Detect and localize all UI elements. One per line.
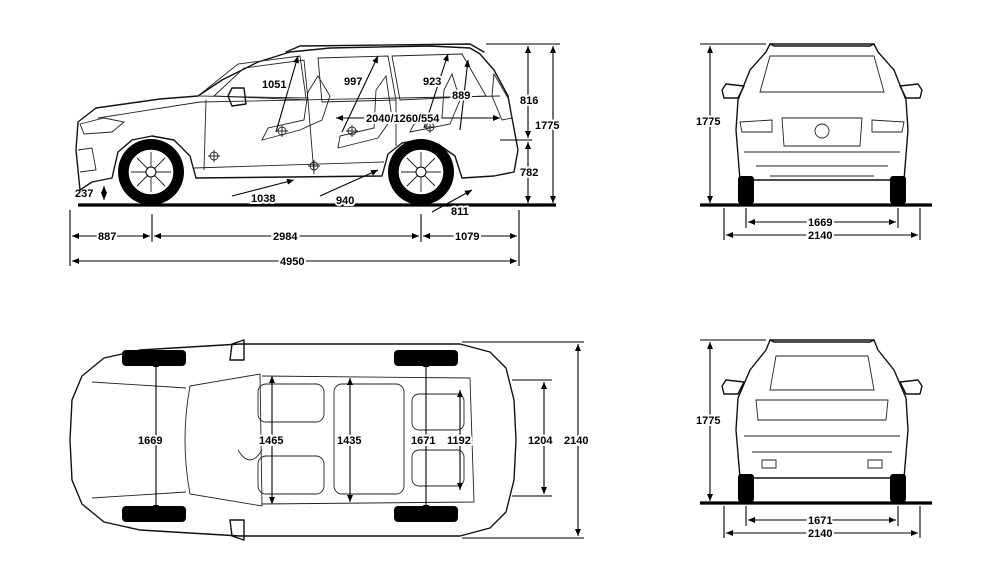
arrow-legroom-third: [431, 189, 473, 213]
top-roof: [261, 375, 475, 505]
top-front-seat-left: [257, 383, 325, 423]
side-roof-rail: [285, 43, 485, 53]
side-headroom-front-label: 1051: [262, 79, 286, 91]
side-legroom-second-label: 940: [336, 195, 354, 207]
front-dims: [700, 43, 921, 240]
side-headroom-second-label: 997: [344, 76, 362, 88]
rear-tailgate: [755, 399, 889, 421]
front-body-outline: [735, 43, 909, 181]
arrow-legroom-front: [231, 178, 295, 197]
side-rear-lamp: [491, 72, 513, 121]
front-tire-left: [738, 176, 754, 204]
front-grille: [781, 117, 863, 147]
side-body-outline: [75, 45, 519, 191]
rear-dims: [700, 339, 921, 538]
rear-height-label: 1775: [696, 415, 720, 427]
top-seats: [237, 383, 465, 495]
front-width-label: 2140: [808, 230, 832, 242]
top-mirror-left: [229, 339, 245, 361]
top-track-rear-label: 1671: [411, 435, 435, 447]
top-track-front-label: 1669: [138, 435, 162, 447]
side-vertical-dims: [486, 43, 560, 203]
top-tire-front-right: [122, 506, 186, 522]
side-sill-height-label: 782: [520, 167, 538, 179]
rear-track-label: 1671: [808, 515, 832, 527]
front-tire-right: [890, 176, 906, 204]
side-rear-wheel: [388, 139, 454, 205]
top-third-row-left: [411, 393, 465, 431]
rear-tailgate-lower: [744, 435, 900, 453]
top-hood-lines: [91, 381, 187, 499]
front-headlight-left: [739, 119, 773, 133]
top-steering: [237, 449, 263, 461]
side-legroom-third-label: 811: [451, 206, 469, 218]
rear-view: 1775 1671 2140: [694, 339, 932, 542]
arrow-headroom-front: [275, 55, 299, 133]
top-tire-rear-left: [394, 350, 458, 366]
side-roof-above-label: 816: [520, 95, 538, 107]
top-view: 1669 1465 1435 1671 1192 1204 2140: [69, 339, 590, 541]
side-headroom-cargo-label: 889: [452, 90, 470, 102]
front-mirror-right: [899, 83, 923, 99]
front-mirror-left: [721, 83, 745, 99]
side-overhang-front-label: 887: [98, 231, 116, 243]
side-height-total-label: 1775: [535, 120, 559, 132]
top-shoulder-front-label: 1465: [259, 435, 283, 447]
side-front-wheel: [118, 139, 184, 205]
rear-body-outline: [735, 339, 909, 479]
front-view: 1775 1669 2140: [694, 43, 932, 244]
side-front-seat: [261, 75, 331, 141]
side-overhang-rear-label: 1079: [455, 231, 479, 243]
rear-mirror-right: [899, 379, 923, 395]
top-shoulder-third-label: 1192: [447, 435, 471, 447]
rear-width-label: 2140: [808, 528, 832, 540]
top-second-row-bench: [333, 383, 405, 495]
top-body-outline: [69, 343, 517, 537]
front-roof-rail: [769, 43, 875, 47]
top-tire-front-left: [122, 350, 186, 366]
side-windshield: [196, 55, 307, 99]
side-legroom-front-label: 1038: [251, 193, 275, 205]
top-dims: [153, 341, 584, 539]
side-cargo-length-label: 2040/1260/554: [366, 113, 440, 125]
side-headroom-third-label: 923: [423, 76, 441, 88]
front-logo: [814, 123, 830, 139]
side-front-window: [212, 59, 309, 101]
side-length-total-label: 4950: [280, 256, 304, 268]
side-ground-clearance-label: 237: [75, 188, 93, 200]
side-front-bumper: [77, 147, 97, 173]
top-windshield: [184, 373, 263, 507]
side-horizontal-dims: [69, 210, 520, 266]
side-wheelbase-label: 2984: [273, 231, 298, 243]
rear-mirror-left: [721, 379, 745, 395]
rear-roof-rail: [769, 339, 875, 343]
front-windshield: [759, 55, 885, 93]
front-bumper: [744, 151, 900, 177]
side-hpoint-markers: [208, 121, 436, 172]
rear-exhaust-left: [761, 459, 777, 469]
arrow-legroom-second: [319, 169, 379, 197]
rear-window: [769, 355, 875, 391]
front-track-label: 1669: [808, 217, 832, 229]
rear-tire-left: [738, 474, 754, 502]
side-interior-arrows: [231, 53, 500, 213]
front-height-label: 1775: [696, 116, 720, 128]
top-tire-rear-right: [394, 506, 458, 522]
front-headlight-right: [871, 119, 905, 133]
top-front-seat-right: [257, 455, 325, 495]
top-cargo-width-label: 1204: [528, 435, 553, 447]
side-second-seat: [337, 74, 393, 149]
side-view: 1051 997 923 889 2040/1260/554 1038 940 …: [69, 43, 561, 270]
top-width-total-label: 2140: [564, 435, 588, 447]
side-belt-line: [97, 95, 501, 119]
side-sill: [193, 161, 385, 169]
rear-tire-right: [890, 474, 906, 502]
top-third-row-right: [411, 449, 465, 487]
top-mirror-right: [229, 519, 245, 541]
top-shoulder-second-label: 1435: [337, 435, 361, 447]
rear-exhaust-right: [867, 459, 883, 469]
side-mirror: [227, 87, 247, 107]
side-headlight: [79, 117, 126, 135]
